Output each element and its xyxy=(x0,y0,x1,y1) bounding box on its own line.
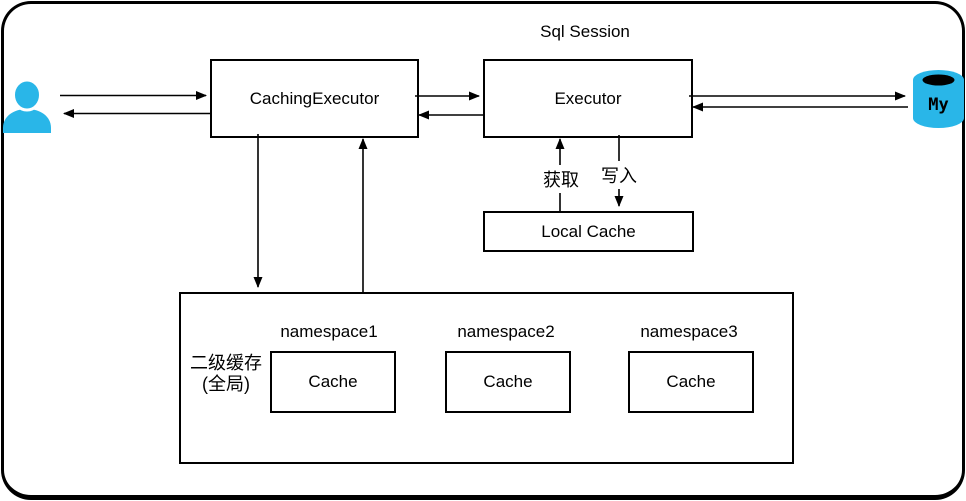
executor-box: Executor xyxy=(483,59,693,138)
namespace3-cache-label: Cache xyxy=(666,372,716,391)
namespace3-cache-box: Cache xyxy=(628,351,754,413)
namespace1-cache-label: Cache xyxy=(308,372,358,391)
l2-cache-label-line1: 二级缓存 xyxy=(190,353,262,373)
mysql-database-icon: My xyxy=(913,70,964,128)
caching-executor-label: CachingExecutor xyxy=(249,88,380,108)
namespace1-label: namespace1 xyxy=(280,322,378,341)
cylinder-opening xyxy=(922,74,955,86)
sql-session-label: Sql Session xyxy=(540,22,630,41)
namespace2-cache-box: Cache xyxy=(445,351,571,413)
l2-cache-label: 二级缓存 (全局) xyxy=(190,353,262,395)
namespace3-label: namespace3 xyxy=(640,322,738,341)
local-cache-box: Local Cache xyxy=(483,211,694,252)
local-cache-label: Local Cache xyxy=(541,221,636,241)
get-arrow-label: 获取 xyxy=(541,165,581,193)
caching-executor-box: CachingExecutor xyxy=(210,59,419,138)
namespace1-cache-box: Cache xyxy=(270,351,396,413)
mysql-icon-text: My xyxy=(928,95,948,115)
write-arrow-label: 写入 xyxy=(599,161,639,189)
executor-label: Executor xyxy=(554,88,622,108)
namespace2-cache-label: Cache xyxy=(483,372,533,391)
l2-cache-label-line2: (全局) xyxy=(202,374,250,394)
namespace2-label: namespace2 xyxy=(457,322,555,341)
user-icon xyxy=(3,78,51,133)
